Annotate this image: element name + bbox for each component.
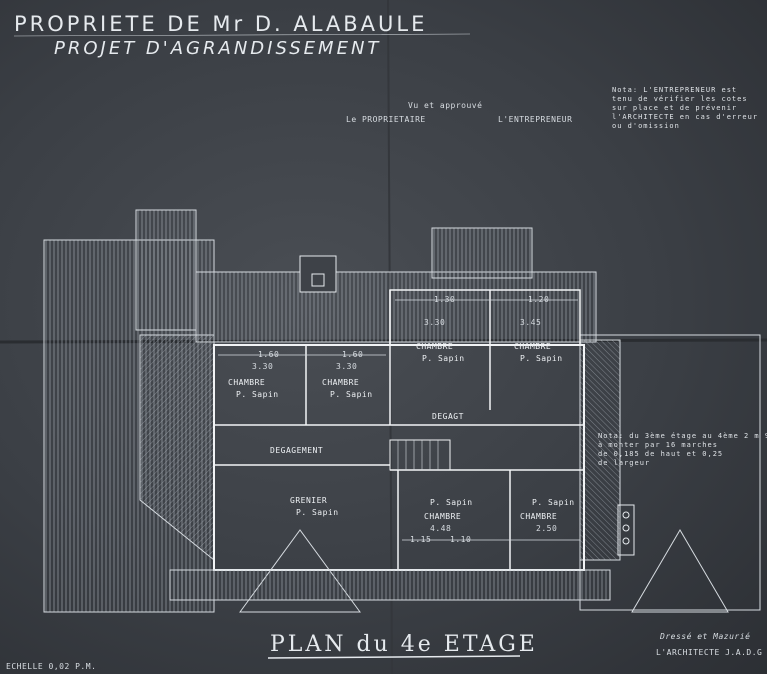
room-label: CHAMBRE xyxy=(416,342,454,351)
dimension-label: 1.20 xyxy=(528,295,550,304)
roof-right-slope xyxy=(579,339,621,561)
document-title: PROPRIETE DE Mr D. ALABAULE xyxy=(14,12,428,36)
owner-label: Le PROPRIETAIRE xyxy=(346,115,426,124)
contractor-label: L'ENTREPRENEUR xyxy=(498,115,573,124)
room-floor: P. Sapin xyxy=(296,508,339,517)
room-label: DEGAGT xyxy=(432,412,464,421)
room-floor: P. Sapin xyxy=(430,498,473,507)
plan-title: PLAN du 4e ETAGE xyxy=(270,632,538,657)
roof-left-hip xyxy=(135,209,197,331)
room-label: CHAMBRE xyxy=(228,378,266,387)
roof-top-right xyxy=(431,227,533,279)
room-floor: P. Sapin xyxy=(422,354,465,363)
room-label: CHAMBRE xyxy=(520,512,558,521)
dimension-label: 4.48 xyxy=(430,524,452,533)
dimension-label: 3.30 xyxy=(252,362,274,371)
dimension-label: 3.30 xyxy=(336,362,358,371)
note-contractor: Nota: L'ENTREPRENEUR est tenu de vérifie… xyxy=(612,86,759,130)
dimension-label: 1.10 xyxy=(450,535,472,544)
room-floor: P. Sapin xyxy=(520,354,563,363)
note-stairs: Nota: du 3ème étage au 4ème 2 m 95 à mon… xyxy=(598,432,767,467)
approval-line: Vu et approuvé xyxy=(408,101,483,110)
dimension-label: 3.45 xyxy=(520,318,542,327)
eaves-bottom xyxy=(169,569,611,601)
document-subtitle: PROJET D'AGRANDISSEMENT xyxy=(54,38,382,59)
room-floor: P. Sapin xyxy=(532,498,575,507)
dimension-label: 3.30 xyxy=(424,318,446,327)
scale-label: ECHELLE 0,02 P.M. xyxy=(6,662,97,671)
room-floor: P. Sapin xyxy=(330,390,373,399)
dimension-label: 1.60 xyxy=(342,350,364,359)
room-label: DEGAGEMENT xyxy=(270,446,324,455)
staircase xyxy=(389,439,451,471)
chimney-right xyxy=(617,504,635,556)
floor-outline xyxy=(213,344,585,571)
signature-line-1: Dressé et Mazurié xyxy=(660,632,751,641)
signature-line-2: L'ARCHITECTE J.A.D.G xyxy=(656,648,763,657)
dimension-label: 1.60 xyxy=(258,350,280,359)
dimension-label: 1.15 xyxy=(410,535,432,544)
gable-right xyxy=(631,529,729,613)
room-floor: P. Sapin xyxy=(236,390,279,399)
dimension-label: 2.50 xyxy=(536,524,558,533)
dimension-label: 1.30 xyxy=(434,295,456,304)
room-label: CHAMBRE xyxy=(514,342,552,351)
room-label: CHAMBRE xyxy=(322,378,360,387)
room-label: GRENIER xyxy=(290,496,328,505)
room-label: CHAMBRE xyxy=(424,512,462,521)
roof-top-band xyxy=(195,271,597,343)
